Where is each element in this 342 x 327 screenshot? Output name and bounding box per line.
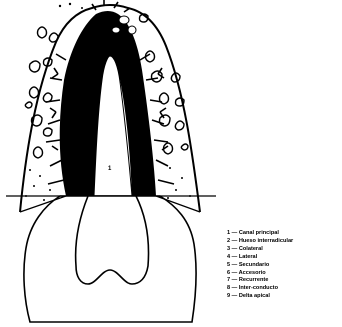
- legend-item: 9 — Delta apical: [227, 293, 339, 301]
- legend-item: 1 — Canal principal: [227, 230, 339, 238]
- legend: 1 — Canal principal 2 — Hueso interradic…: [227, 230, 339, 301]
- legend-item: 3 — Colateral: [227, 246, 339, 254]
- legend-item: 4 — Lateral: [227, 254, 339, 262]
- legend-item: 2 — Hueso interradicular: [227, 238, 339, 246]
- legend-item: 8 — Inter-conducto: [227, 285, 339, 293]
- main-canal-number: 1: [108, 166, 111, 172]
- legend-item: 6 — Accesorio: [227, 270, 339, 278]
- legend-item: 5 — Secundario: [227, 262, 339, 270]
- pulp-chamber: [76, 196, 149, 284]
- legend-item: 7 — Recurrente: [227, 277, 339, 285]
